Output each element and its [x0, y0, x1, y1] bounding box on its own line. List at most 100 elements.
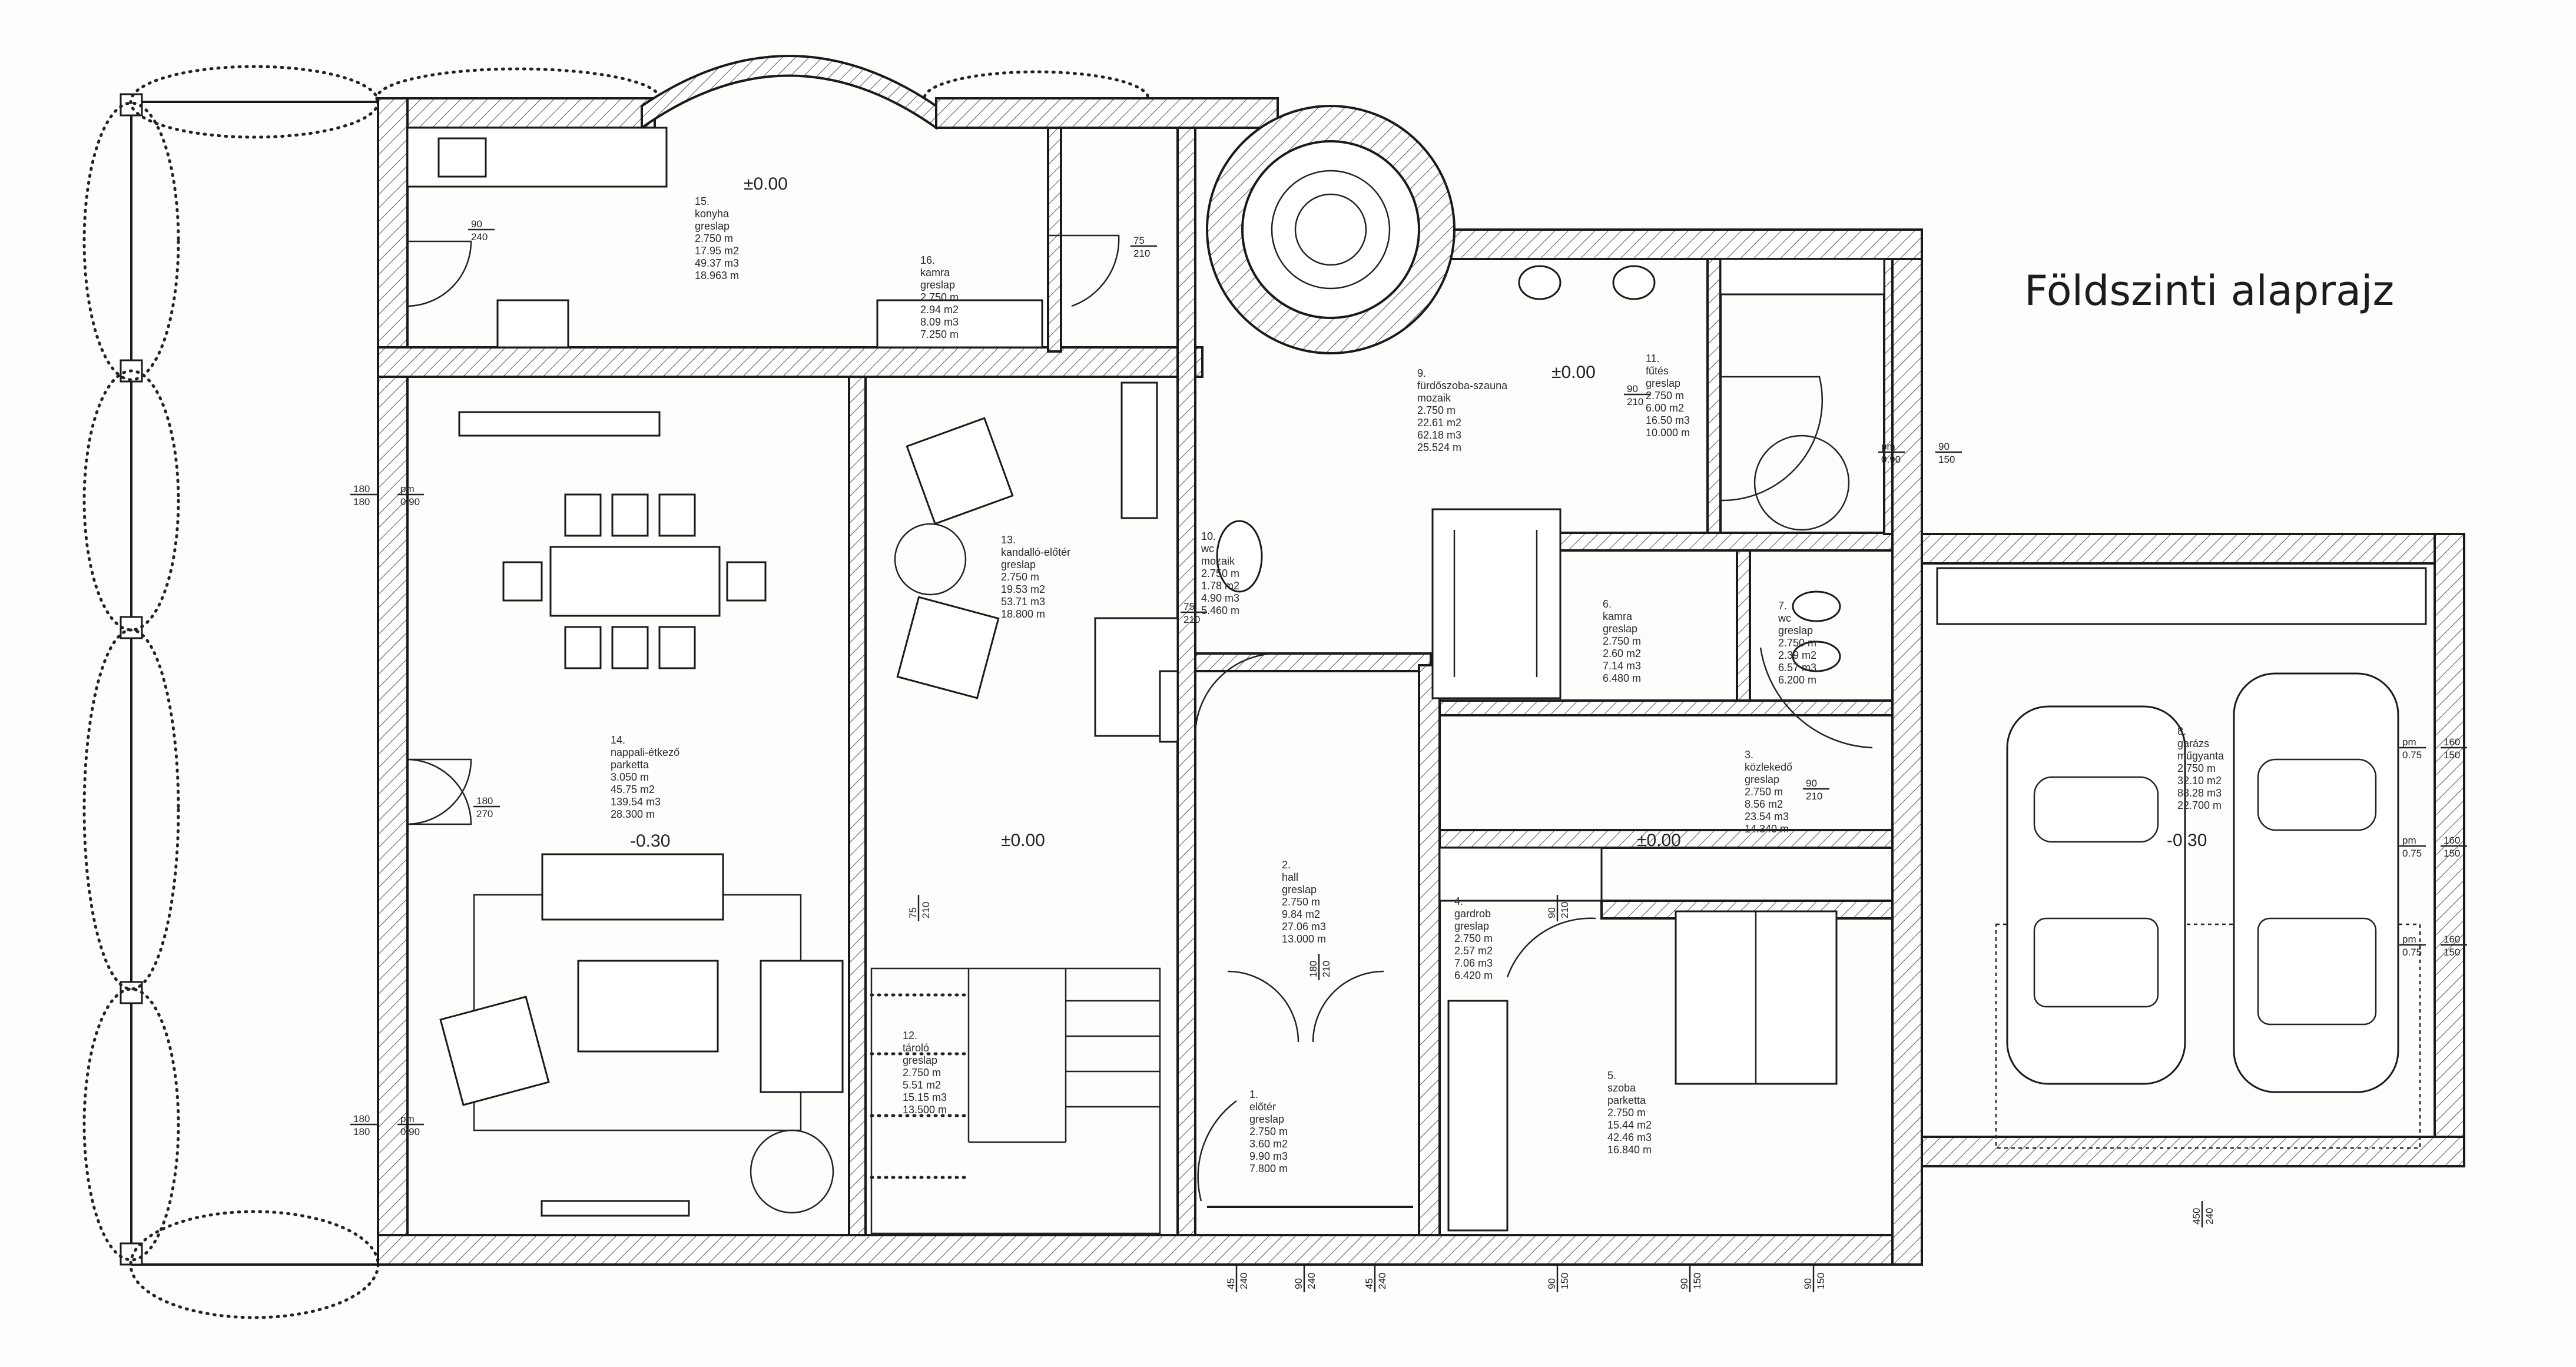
room-property: parketta — [1607, 1094, 1646, 1106]
room-name: gardrob — [1454, 908, 1491, 920]
room-property: műgyanta — [2177, 750, 2224, 762]
room-name: szoba — [1607, 1082, 1636, 1094]
dimension-bottom: 210 — [1559, 902, 1570, 918]
dimension-bottom: 210 — [1321, 961, 1332, 977]
dimension-top: 180 — [353, 1113, 370, 1124]
room-property: 2.60 m2 — [1603, 648, 1641, 659]
dimension-bottom: 240 — [1306, 1273, 1317, 1289]
room-property: 5.460 m — [1201, 605, 1239, 616]
room-property: greslap — [695, 220, 730, 232]
room-property: 28.300 m — [611, 808, 655, 820]
room-property: 2.750 m — [1646, 390, 1684, 402]
dimension-top: 75 — [1133, 235, 1145, 246]
room-property: 15.15 m3 — [903, 1091, 947, 1103]
dimension-bottom: 210 — [1627, 396, 1643, 407]
sauna — [1431, 508, 1561, 699]
room-number: 2. — [1282, 859, 1291, 871]
level-mark: -0.30 — [2167, 831, 2207, 850]
level-mark: ±0.00 — [1001, 831, 1045, 850]
room-property: 6.420 m — [1454, 970, 1493, 981]
room-property: mozaik — [1417, 392, 1451, 404]
round-tower — [1206, 105, 1456, 354]
dimension-top: 90 — [1806, 778, 1817, 789]
dimension-label: pm0.75 — [2399, 736, 2426, 761]
dimension-bottom: 0.90 — [400, 1126, 420, 1137]
room-property: 45.75 m2 — [611, 784, 655, 795]
room-name: wc — [1778, 612, 1791, 624]
room-property: 1.78 m2 — [1201, 580, 1239, 592]
dimension-top: 90 — [1546, 907, 1557, 918]
dimension-label: pm0.75 — [2399, 934, 2426, 958]
room-property: 13.500 m — [903, 1104, 947, 1116]
dimension-bottom: 240 — [1238, 1273, 1249, 1289]
dimension-top: pm — [400, 483, 415, 495]
dimension-top: 160 — [2444, 736, 2460, 748]
level-mark: ±0.00 — [1637, 831, 1681, 850]
dimension-label: pm0.90 — [397, 483, 424, 507]
room-property: 2.750 m — [1607, 1107, 1646, 1119]
dimension-top: 75 — [1183, 601, 1195, 612]
room-property: 10.000 m — [1646, 427, 1690, 439]
dimension-bottom: 150 — [1692, 1273, 1703, 1289]
dimension-bottom: 270 — [476, 808, 493, 819]
room-property: 8.56 m2 — [1745, 798, 1783, 810]
room-property: 32.10 m2 — [2177, 775, 2222, 787]
dimension-bottom: 210 — [1806, 791, 1822, 802]
dimension-top: 180 — [353, 483, 370, 495]
furniture — [406, 127, 2427, 1235]
dimension-bottom: 180 — [353, 496, 370, 507]
dimension-top: pm — [2402, 736, 2416, 748]
room-property: 2.750 m — [1778, 637, 1816, 649]
room-property: 9.90 m3 — [1249, 1150, 1288, 1162]
room-number: 3. — [1745, 749, 1753, 761]
room-number: 16. — [920, 254, 935, 266]
room-property: 3.050 m — [611, 771, 649, 783]
room-property: 13.000 m — [1282, 933, 1326, 945]
dimension-top: 90 — [471, 218, 482, 230]
room-property: 7.250 m — [920, 329, 959, 340]
room-property: 2.750 m — [903, 1067, 941, 1079]
room-number: 15. — [695, 195, 710, 207]
room-number: 5. — [1607, 1070, 1616, 1081]
dimension-bottom: 240 — [2204, 1208, 2215, 1225]
room-property: 22.61 m2 — [1417, 417, 1461, 429]
room-property: 22.700 m — [2177, 799, 2222, 811]
room-property: greslap — [920, 279, 955, 291]
room-property: greslap — [1745, 774, 1779, 785]
room-property: 18.963 m — [695, 270, 739, 281]
car-icon — [2006, 705, 2186, 1085]
room-property: 2.750 m — [2177, 762, 2216, 774]
room-name: előtér — [1249, 1101, 1276, 1113]
room-property: greslap — [1454, 920, 1489, 932]
room-property: 7.800 m — [1249, 1163, 1288, 1174]
room-property: 27.06 m3 — [1282, 921, 1326, 933]
dimension-bottom: 0.75 — [2402, 947, 2422, 958]
dimension-bottom: 210 — [920, 902, 931, 918]
dimension-top: 90 — [1546, 1278, 1557, 1289]
room-property: 2.750 m — [1417, 404, 1456, 416]
room-property: 2.750 m — [1282, 896, 1320, 908]
room-property: 16.50 m3 — [1646, 414, 1690, 426]
room-property: 2.750 m — [920, 291, 959, 303]
room-property: 6.200 m — [1778, 674, 1816, 686]
room-name: nappali-étkező — [611, 746, 679, 758]
room-name: közlekedő — [1745, 761, 1792, 773]
room-property: 88.28 m3 — [2177, 787, 2222, 799]
room-property: 7.14 m3 — [1603, 660, 1641, 672]
